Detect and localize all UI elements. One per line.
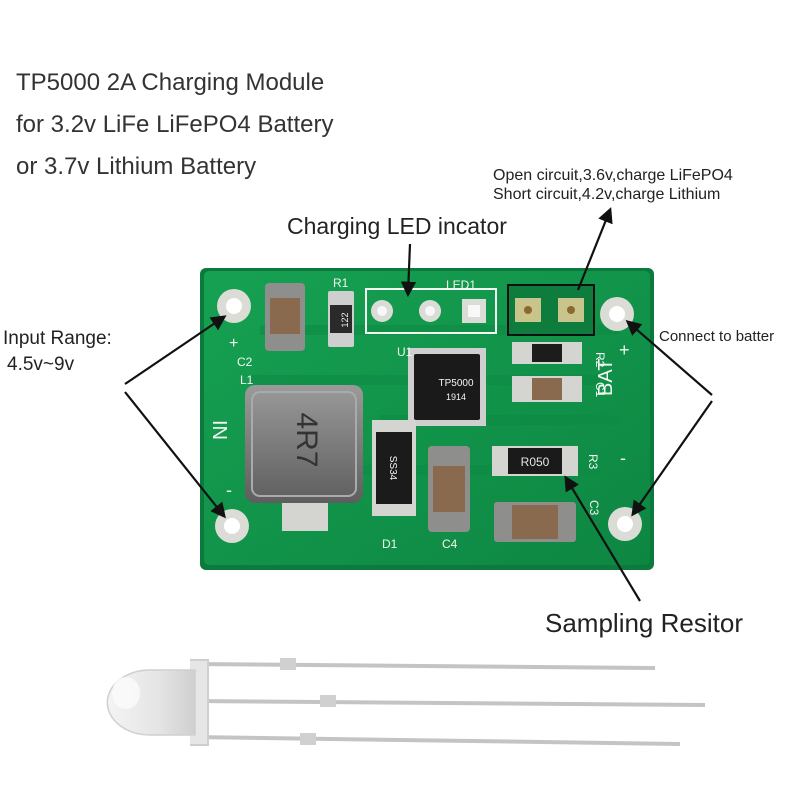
product-title: TP5000 2A Charging Module for 3.2v LiFe … [16, 62, 333, 188]
silk-in: IN [208, 420, 230, 440]
r1-value: 122 [340, 312, 350, 327]
silk-c3: C3 [587, 500, 601, 516]
short-circuit-note: Short circuit,4.2v,charge Lithium [493, 186, 721, 203]
callout-arrows [124, 207, 713, 602]
silk-bat-plus: + [619, 340, 630, 360]
chip-code: 1914 [446, 392, 466, 402]
silk-bat: BAT [595, 359, 617, 396]
led-header [365, 288, 497, 334]
arrow-input-plus [124, 315, 227, 385]
capacitor-c2 [265, 283, 305, 351]
open-circuit-note: Open circuit,3.6v,charge LiFePO4 [493, 167, 733, 184]
silkscreen: R1 LED1 C2 L1 U1 R2 C1 BAT + - + IN - R3… [208, 276, 630, 551]
silk-u1: U1 [397, 345, 413, 359]
sampling-resistor-label: Sampling Resitor [545, 608, 743, 638]
title-line-2: for 3.2v LiFe LiFePO4 Battery [16, 111, 334, 138]
bicolor-led [106, 658, 706, 746]
arrow-input-minus [124, 391, 226, 519]
mode-notes: Open circuit,3.6v,charge LiFePO4 Short c… [493, 166, 733, 204]
inductor-marking: 4R7 [290, 412, 323, 467]
chip-name: TP5000 [438, 378, 473, 389]
tp5000-chip: TP5000 1914 [408, 348, 486, 426]
silk-bat-minus: - [620, 448, 626, 468]
diode-marking: SS34 [387, 456, 398, 481]
inductor-l1: 4R7 [245, 385, 363, 531]
mode-solder-jumper [507, 284, 595, 336]
arrow-jumper [576, 207, 613, 291]
capacitor-c3 [494, 502, 576, 542]
silk-c4: C4 [442, 537, 458, 551]
arrow-bat-minus [631, 400, 713, 517]
silk-c2: C2 [237, 355, 253, 369]
silk-r2: R2 [593, 352, 607, 368]
sampling-resistor-r3: R050 [492, 446, 578, 476]
battery-label: Connect to batter [659, 328, 775, 345]
input-range-label: Input Range: 4.5v~9v [3, 326, 112, 378]
capacitor-c4 [428, 446, 470, 532]
silk-l1: L1 [240, 373, 254, 387]
silk-r3: R3 [586, 454, 600, 470]
silk-c1: C1 [593, 382, 607, 398]
silk-r1: R1 [333, 276, 349, 290]
input-range-title: Input Range: [3, 328, 112, 349]
resistor-value: R050 [521, 455, 550, 469]
input-range-value: 4.5v~9v [7, 354, 75, 375]
silk-in-minus: - [226, 480, 232, 500]
diode-d1: SS34 [372, 420, 416, 516]
arrow-led [400, 243, 417, 298]
resistor-r1: 122 [328, 291, 354, 347]
silk-led1: LED1 [446, 278, 476, 292]
silk-in-plus: + [229, 335, 238, 352]
silk-d1: D1 [382, 537, 398, 551]
title-line-1: TP5000 2A Charging Module [16, 69, 325, 96]
led-indicator-label: Charging LED incator [287, 213, 507, 239]
arrow-bat-plus [625, 319, 713, 396]
arrow-sampling [564, 475, 641, 602]
resistor-r2 [512, 342, 582, 364]
capacitor-c1 [512, 376, 582, 402]
title-line-3: or 3.7v Lithium Battery [16, 153, 257, 180]
